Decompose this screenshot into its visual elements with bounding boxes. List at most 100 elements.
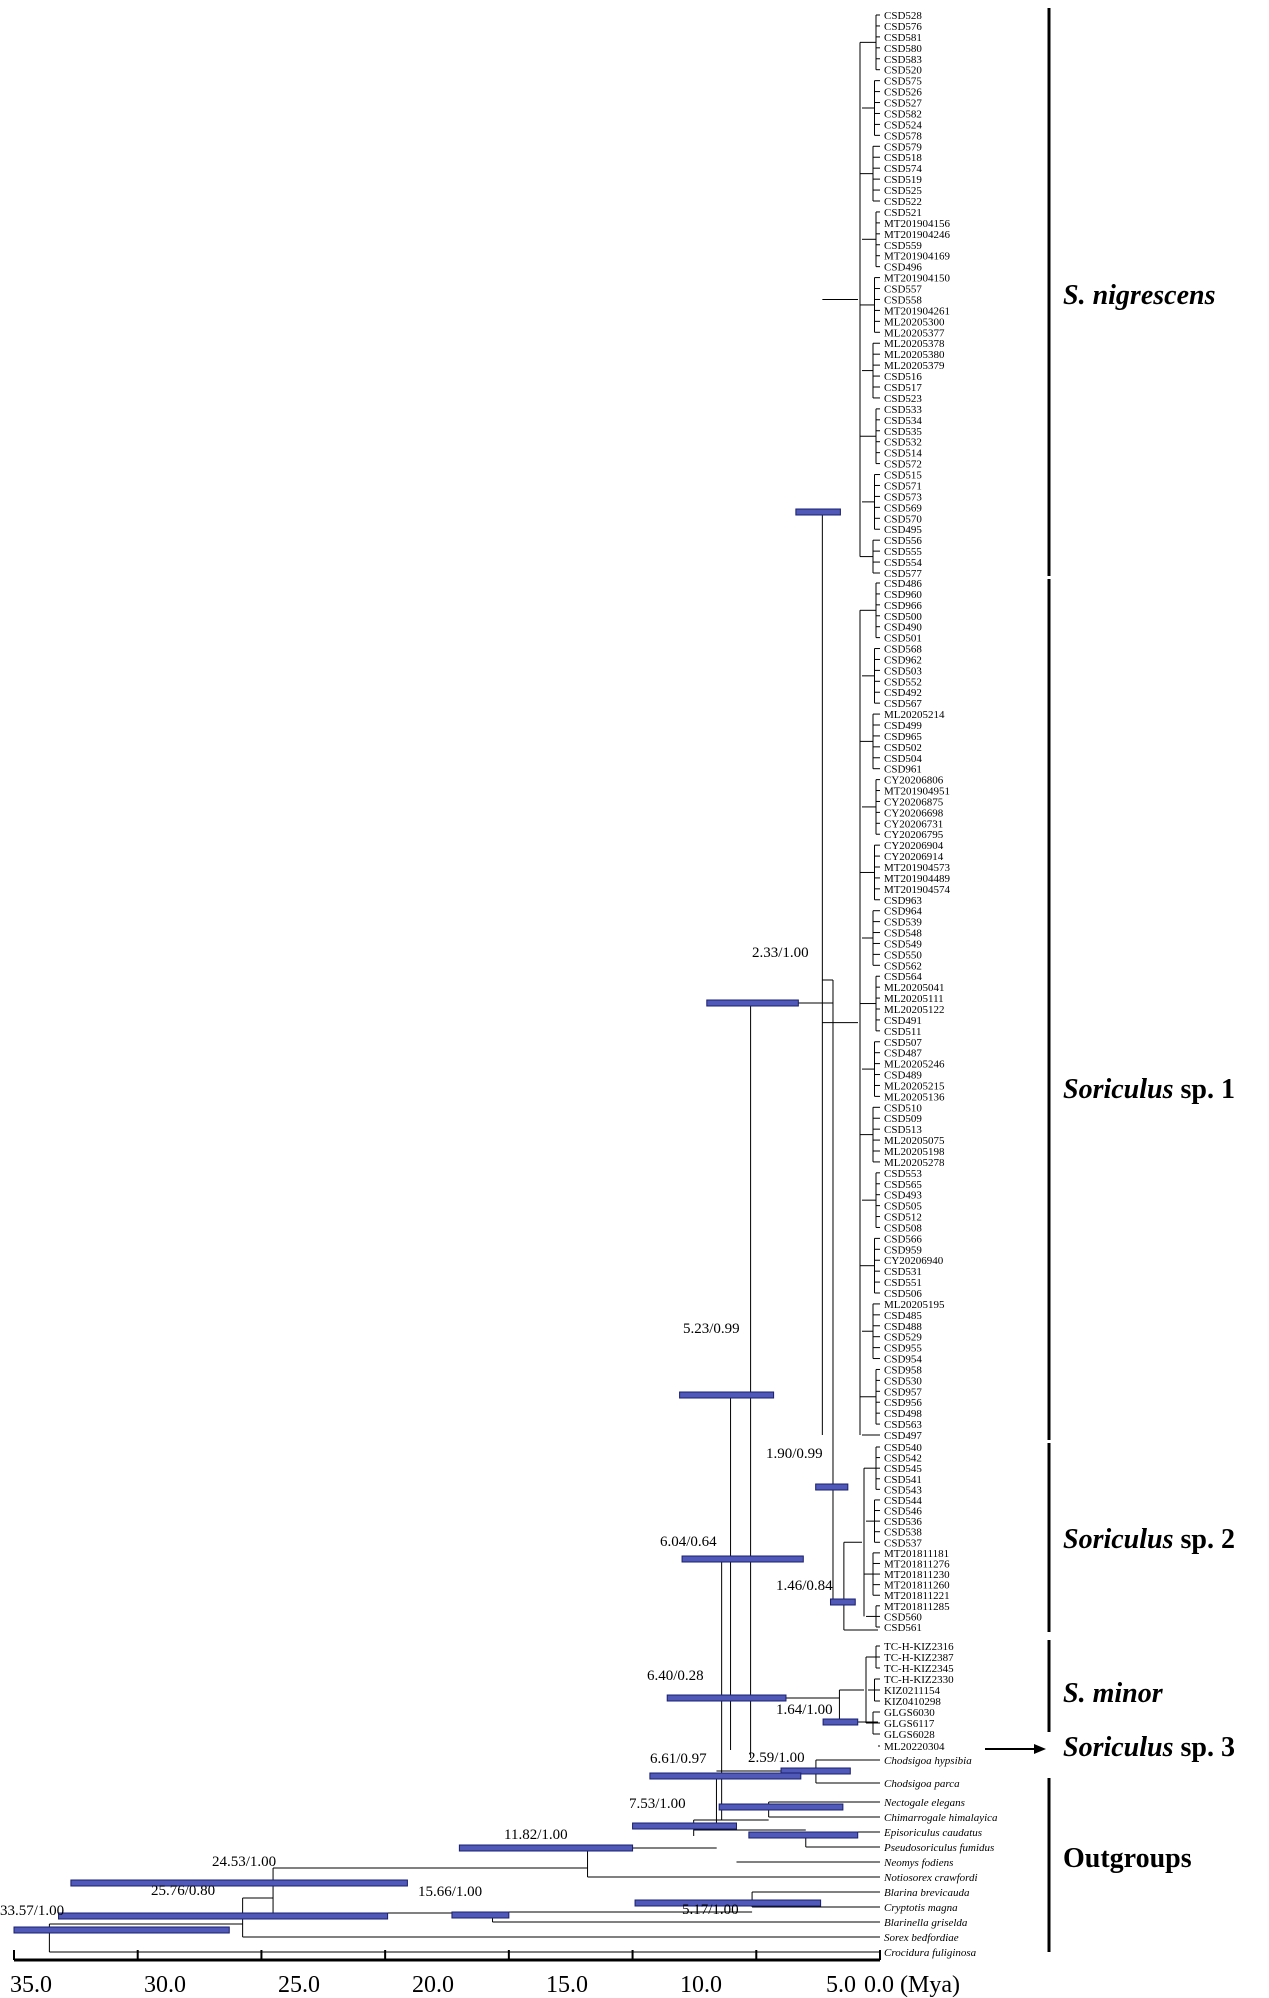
tip-label: CSD954	[884, 1354, 922, 1366]
tip-label: CSD966	[884, 600, 922, 612]
tip-label: CSD572	[884, 459, 922, 471]
tip-label: CSD506	[884, 1288, 922, 1300]
tip-label: CSD958	[884, 1364, 922, 1376]
tip-label: CSD561	[884, 1622, 922, 1634]
node-label: 1.64/1.00	[776, 1702, 833, 1718]
tip-label: CSD554	[884, 557, 922, 569]
tip-label: ML20205379	[884, 360, 945, 372]
hpd-bar	[451, 1911, 510, 1919]
tip-label: CSD502	[884, 742, 922, 754]
node-label: 1.90/0.99	[766, 1446, 823, 1462]
tip-label: Sorex bedfordiae	[884, 1932, 959, 1944]
tip-label: Chodsigoa hypsibia	[884, 1755, 972, 1767]
tip-label: CSD570	[884, 513, 922, 525]
tip-label: MT201811230	[884, 1569, 950, 1581]
node-support-labels: 2.33/1.00 5.23/0.99 1.90/0.99 6.04/0.64 …	[0, 945, 833, 1919]
clade-labels: S. nigrescens Soriculus sp. 1 Soriculus …	[1063, 280, 1235, 1874]
tip-label: CSD964	[884, 906, 922, 918]
tip-label: MT201904169	[884, 251, 951, 263]
tip-label: ML20205214	[884, 709, 945, 721]
node-label: 25.76/0.80	[151, 1883, 215, 1899]
tip-label: CSD524	[884, 119, 922, 131]
tip-label: CY20206940	[884, 1255, 944, 1267]
tip-label: TC-H-KIZ2387	[884, 1652, 954, 1664]
tip-label: CSD520	[884, 65, 922, 77]
tip-label: MT201904246	[884, 229, 951, 241]
tip-label: CSD544	[884, 1495, 922, 1507]
node-label: 5.17/1.00	[682, 1902, 739, 1918]
tip-label: CSD550	[884, 949, 922, 961]
tip-label: ML20205136	[884, 1091, 945, 1103]
arrow-sp3	[985, 1744, 1046, 1754]
hpd-bar	[634, 1899, 822, 1907]
tip-label: MT201904489	[884, 873, 951, 885]
tip-label: CSD552	[884, 676, 922, 688]
tip-label: CSD583	[884, 54, 922, 66]
tip-label: Notiosorex crawfordi	[883, 1872, 978, 1884]
tip-label: CSD495	[884, 524, 922, 536]
tip-label: ML20205075	[884, 1135, 945, 1147]
tip-label: CSD535	[884, 426, 922, 438]
tip-label: CY20206904	[884, 840, 944, 852]
tip-label: CSD539	[884, 917, 922, 929]
tip-label: CSD549	[884, 938, 922, 950]
tip-label: ML20205215	[884, 1080, 945, 1092]
tip-label: CSD505	[884, 1201, 922, 1213]
tip-label: MT201811285	[884, 1601, 950, 1613]
tip-label: CSD508	[884, 1222, 922, 1234]
tree-branches	[48, 14, 880, 1953]
tip-label: CSD507	[884, 1037, 922, 1049]
tip-label: MT201904261	[884, 305, 950, 317]
tip-label: CSD521	[884, 207, 922, 219]
tip-label: CSD530	[884, 1375, 922, 1387]
tip-label: CSD532	[884, 437, 922, 449]
tip-label: CSD527	[884, 98, 922, 110]
node-label: 2.33/1.00	[752, 945, 809, 961]
tip-label: CSD498	[884, 1408, 922, 1420]
tip-label: CSD963	[884, 895, 922, 907]
tip-label: CSD959	[884, 1244, 922, 1256]
tip-label: CSD566	[884, 1233, 922, 1245]
hpd-bar	[649, 1772, 802, 1780]
node-label: 7.53/1.00	[629, 1796, 686, 1812]
tip-label: TC-H-KIZ2330	[884, 1674, 954, 1686]
tip-label: CY20206731	[884, 818, 943, 830]
tip-label: CSD486	[884, 578, 922, 590]
tip-label: CSD573	[884, 491, 922, 503]
tip-label: CSD571	[884, 480, 922, 492]
tip-label: CSD488	[884, 1321, 922, 1333]
tip-label: CSD556	[884, 535, 922, 547]
tip-label: CSD567	[884, 698, 922, 710]
tip-label: CSD511	[884, 1026, 922, 1038]
tip-label: Chodsigoa parca	[884, 1778, 960, 1790]
tip-label: CY20206698	[884, 807, 944, 819]
tip-label: Nectogale elegans	[883, 1797, 965, 1809]
tip-label: CSD960	[884, 589, 922, 601]
tip-label: CSD533	[884, 404, 922, 416]
tip-label: CSD955	[884, 1343, 922, 1355]
hpd-bar	[681, 1555, 804, 1563]
tip-label: CSD510	[884, 1102, 922, 1114]
tip-label: CSD575	[884, 76, 922, 88]
axis-tick-label: 20.0	[412, 1972, 454, 1998]
hpd-bar	[632, 1822, 737, 1830]
tip-label: ML20220304	[884, 1741, 945, 1753]
tip-label: Neomys fodiens	[883, 1857, 953, 1869]
clade-label-sp2: Soriculus sp. 2	[1063, 1524, 1235, 1555]
tip-label: Blarina brevicauda	[884, 1887, 970, 1899]
tip-label: MT201904156	[884, 218, 951, 230]
tip-label: CY20206806	[884, 775, 944, 787]
tip-label: ML20205377	[884, 327, 945, 339]
tip-label: KIZ0211154	[884, 1685, 941, 1697]
tip-label: CSD562	[884, 960, 922, 972]
tip-label: CSD509	[884, 1113, 922, 1125]
tip-label: Pseudosoriculus fumidus	[883, 1842, 994, 1854]
tip-label: ML20205041	[884, 982, 945, 994]
tip-label: CSD576	[884, 21, 922, 33]
tip-label: CSD523	[884, 393, 922, 405]
tip-label: CSD542	[884, 1453, 922, 1465]
hpd-bar	[748, 1831, 859, 1839]
tip-label: ML20205246	[884, 1059, 945, 1071]
hpd-interval-bars	[13, 508, 859, 1934]
axis-tick-label: 25.0	[278, 1972, 320, 1998]
